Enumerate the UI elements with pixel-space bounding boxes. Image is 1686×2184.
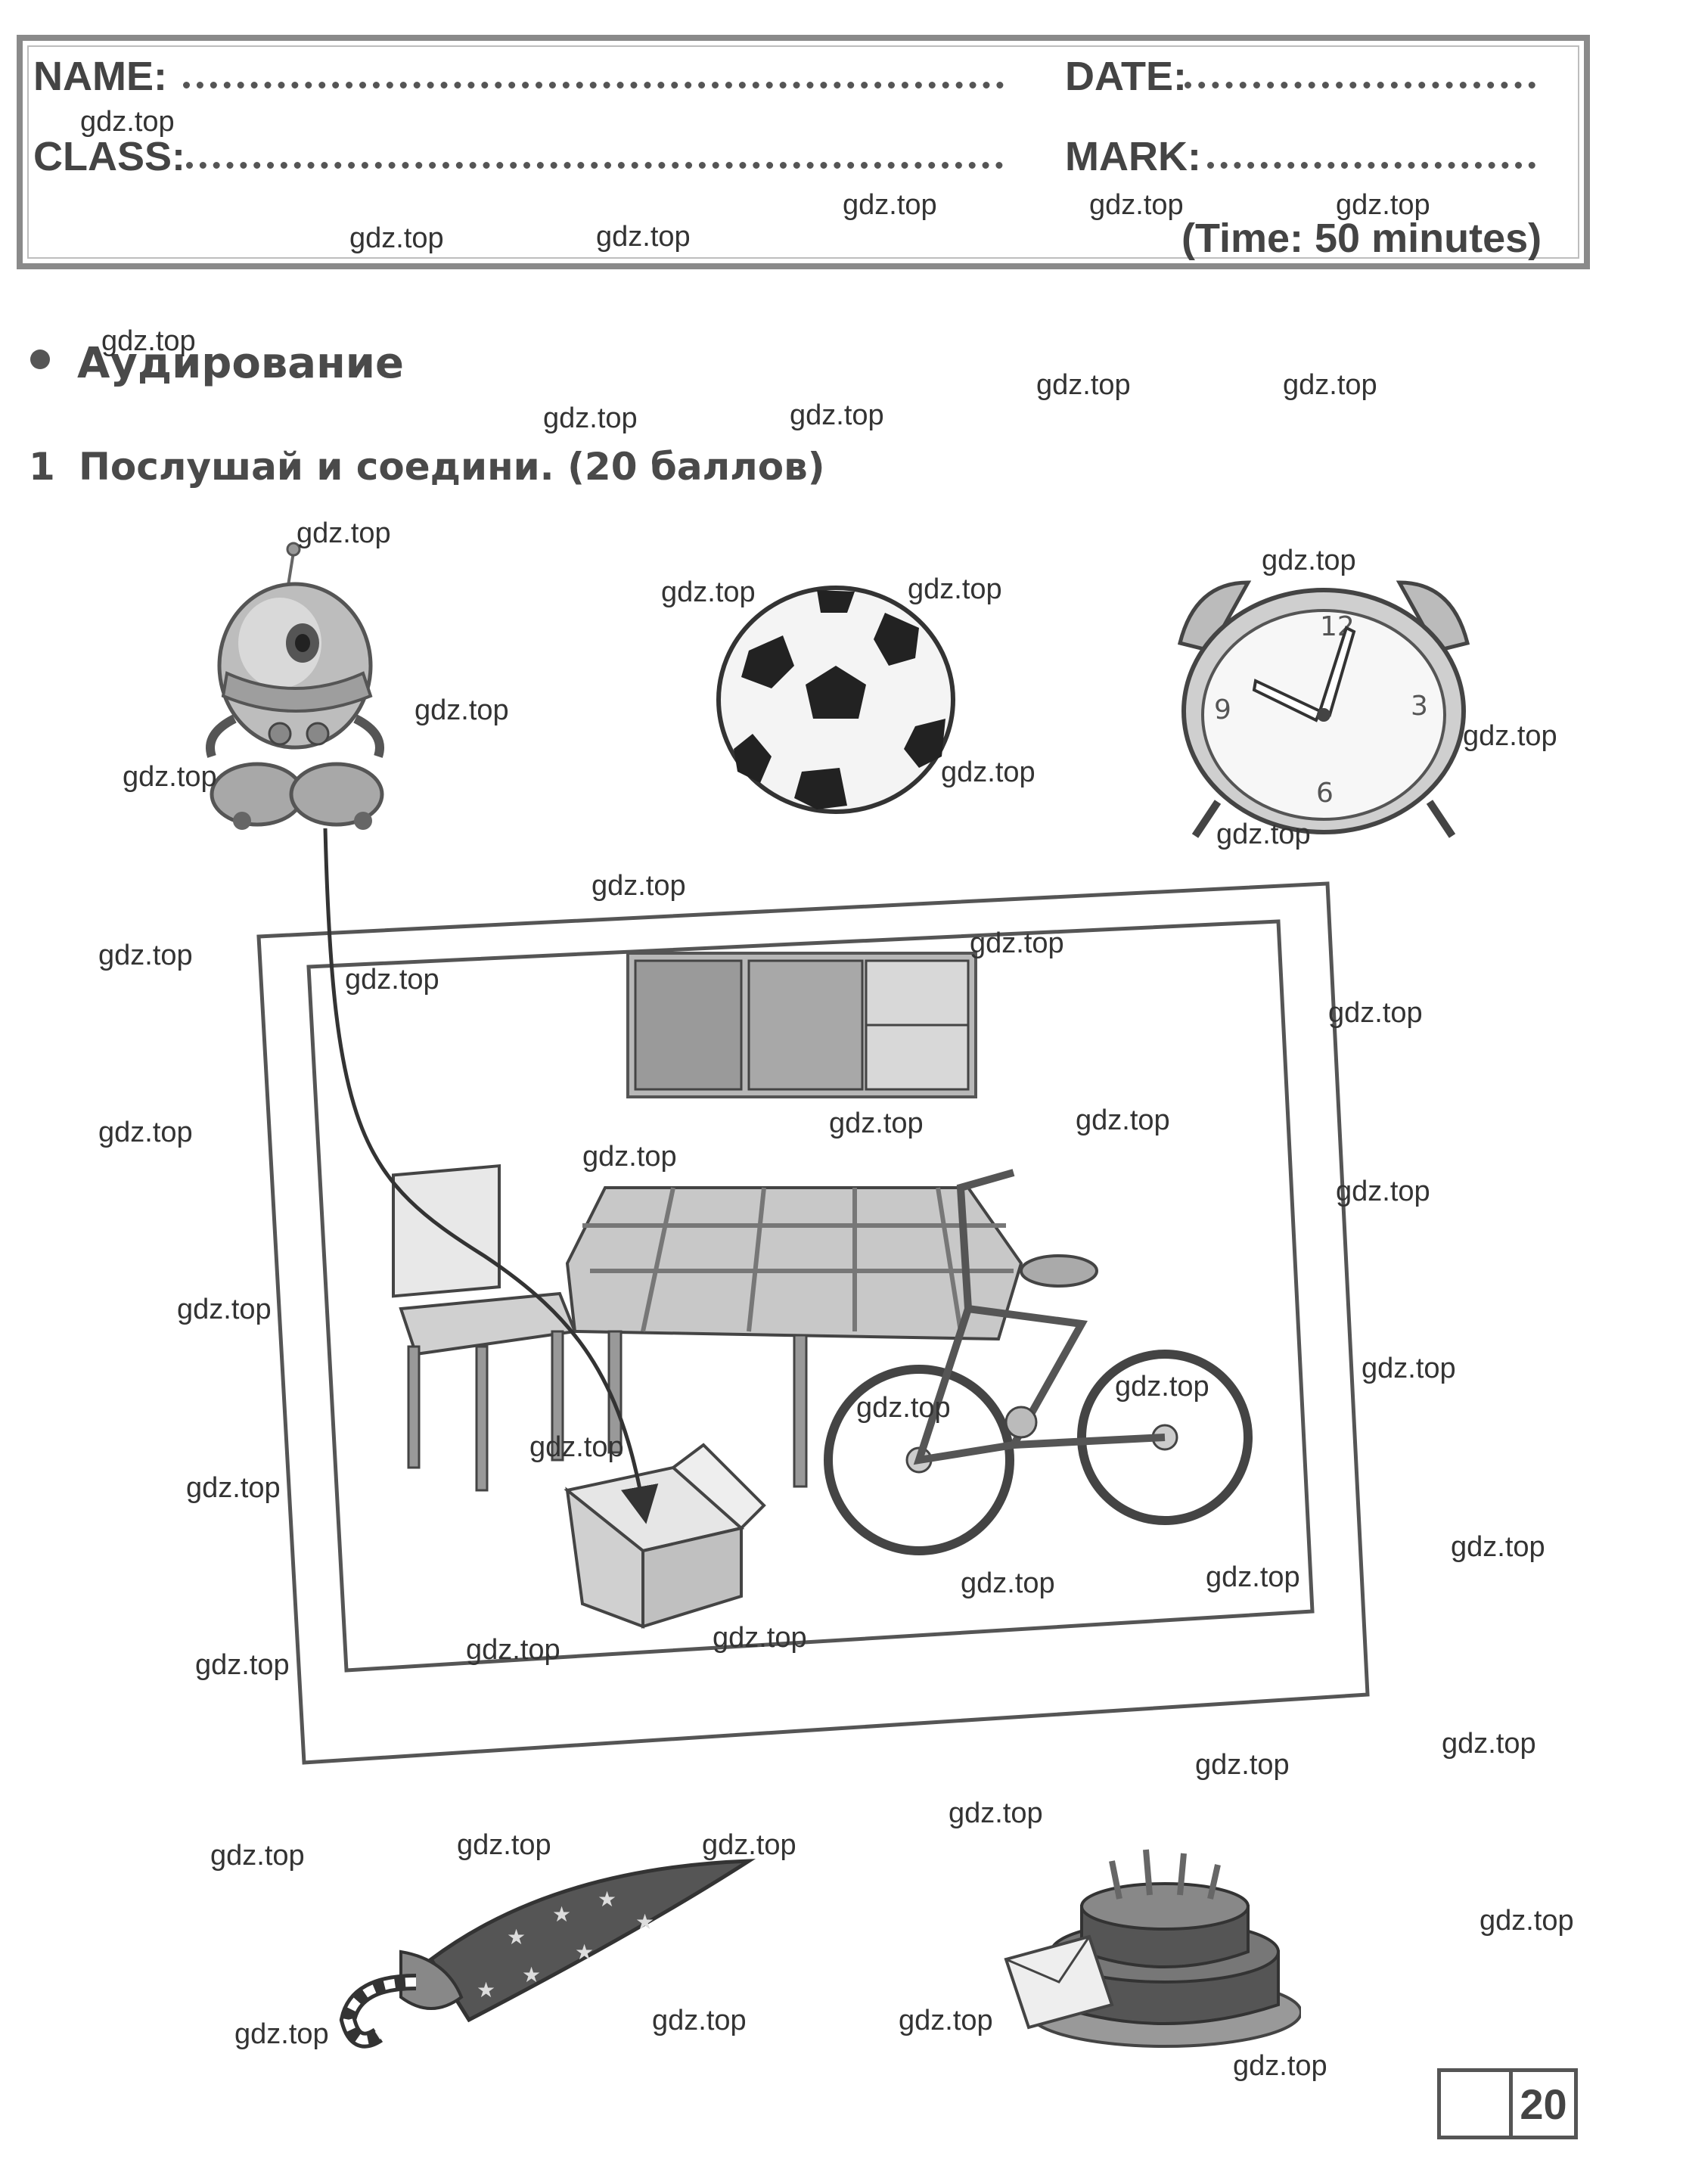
watermark: gdz.top bbox=[1336, 189, 1430, 221]
watermark: gdz.top bbox=[345, 964, 439, 996]
watermark: gdz.top bbox=[98, 1117, 193, 1148]
inner-frame bbox=[306, 919, 1315, 1673]
watermark: gdz.top bbox=[949, 1797, 1043, 1829]
task-instruction: Послушай и соедини. (20 баллов) bbox=[79, 445, 825, 489]
svg-text:★: ★ bbox=[635, 1909, 654, 1934]
watermark: gdz.top bbox=[961, 1567, 1055, 1599]
section-title: Аудирование bbox=[77, 339, 405, 388]
watermark: gdz.top bbox=[177, 1294, 272, 1325]
clock-number-3: 3 bbox=[1411, 691, 1428, 722]
watermark: gdz.top bbox=[186, 1472, 281, 1504]
bullet-icon bbox=[30, 350, 50, 369]
watermark: gdz.top bbox=[1451, 1531, 1545, 1563]
watermark: gdz.top bbox=[234, 2018, 329, 2050]
watermark: gdz.top bbox=[1262, 545, 1356, 576]
watermark: gdz.top bbox=[1076, 1104, 1170, 1136]
max-points: 20 bbox=[1520, 2080, 1567, 2128]
class-field-dots[interactable] bbox=[186, 162, 1003, 169]
date-field-dots[interactable] bbox=[1185, 82, 1535, 89]
svg-text:★: ★ bbox=[575, 1940, 594, 1965]
umbrella-icon[interactable]: ★★ ★★ ★★ ★ bbox=[325, 1846, 764, 2058]
task-number: 1 bbox=[29, 445, 55, 489]
watermark: gdz.top bbox=[543, 402, 638, 434]
watermark: gdz.top bbox=[1283, 369, 1377, 401]
clock-number-6: 6 bbox=[1316, 778, 1334, 809]
watermark: gdz.top bbox=[1089, 189, 1184, 221]
watermark: gdz.top bbox=[349, 222, 444, 254]
watermark: gdz.top bbox=[908, 573, 1002, 605]
mark-label: MARK: bbox=[1065, 134, 1201, 179]
watermark: gdz.top bbox=[970, 927, 1064, 959]
watermark: gdz.top bbox=[856, 1392, 951, 1424]
cupboard[interactable] bbox=[626, 952, 977, 1098]
watermark: gdz.top bbox=[652, 2005, 747, 2036]
name-field-dots[interactable] bbox=[183, 82, 1004, 89]
watermark: gdz.top bbox=[1463, 720, 1557, 752]
date-label: DATE: bbox=[1065, 54, 1187, 99]
watermark: gdz.top bbox=[98, 940, 193, 971]
svg-text:★: ★ bbox=[477, 1977, 495, 2002]
watermark: gdz.top bbox=[195, 1649, 290, 1681]
watermark: gdz.top bbox=[1206, 1561, 1300, 1593]
name-label: NAME: bbox=[33, 54, 167, 99]
football-icon[interactable] bbox=[711, 583, 961, 817]
watermark: gdz.top bbox=[466, 1634, 560, 1666]
watermark: gdz.top bbox=[1115, 1371, 1209, 1403]
watermark: gdz.top bbox=[210, 1840, 305, 1872]
time-limit: (Time: 50 minutes) bbox=[1181, 216, 1542, 261]
watermark: gdz.top bbox=[1442, 1728, 1536, 1760]
watermark: gdz.top bbox=[596, 221, 691, 253]
watermark: gdz.top bbox=[829, 1108, 924, 1139]
birthday-cake-icon[interactable] bbox=[998, 1831, 1301, 2058]
svg-text:★: ★ bbox=[552, 1902, 571, 1927]
room-picture bbox=[256, 881, 1370, 1765]
outer-frame bbox=[256, 881, 1370, 1765]
watermark: gdz.top bbox=[123, 761, 217, 793]
watermark: gdz.top bbox=[1036, 369, 1131, 401]
watermark: gdz.top bbox=[529, 1431, 624, 1463]
score-input[interactable] bbox=[1441, 2072, 1513, 2136]
mark-field-dots[interactable] bbox=[1207, 162, 1535, 169]
watermark: gdz.top bbox=[899, 2005, 993, 2036]
watermark: gdz.top bbox=[1480, 1905, 1574, 1937]
svg-text:★: ★ bbox=[507, 1925, 526, 1949]
robot-icon[interactable] bbox=[182, 530, 401, 847]
watermark: gdz.top bbox=[661, 576, 756, 608]
watermark: gdz.top bbox=[101, 325, 196, 357]
chair[interactable] bbox=[392, 1163, 577, 1492]
watermark: gdz.top bbox=[457, 1829, 551, 1861]
watermark: gdz.top bbox=[1233, 2050, 1327, 2082]
watermark: gdz.top bbox=[591, 870, 686, 902]
watermark: gdz.top bbox=[1362, 1353, 1456, 1384]
class-label: CLASS: bbox=[33, 134, 185, 179]
watermark: gdz.top bbox=[80, 106, 175, 138]
header-box bbox=[17, 35, 1590, 269]
watermark: gdz.top bbox=[702, 1829, 796, 1861]
score-box: 20 bbox=[1437, 2068, 1578, 2139]
watermark: gdz.top bbox=[713, 1622, 807, 1654]
bike[interactable] bbox=[824, 1169, 1253, 1555]
svg-text:★: ★ bbox=[598, 1887, 616, 1912]
watermark: gdz.top bbox=[415, 694, 509, 726]
watermark: gdz.top bbox=[582, 1141, 677, 1173]
clock-number-9: 9 bbox=[1214, 694, 1231, 725]
watermark: gdz.top bbox=[941, 756, 1036, 788]
alarm-clock-icon[interactable]: 12 3 6 9 bbox=[1165, 560, 1483, 847]
watermark: gdz.top bbox=[1195, 1749, 1290, 1781]
watermark: gdz.top bbox=[1328, 997, 1423, 1029]
watermark: gdz.top bbox=[1216, 819, 1311, 850]
watermark: gdz.top bbox=[790, 399, 884, 431]
watermark: gdz.top bbox=[297, 517, 391, 549]
watermark: gdz.top bbox=[1336, 1176, 1430, 1207]
svg-text:★: ★ bbox=[522, 1962, 541, 1987]
watermark: gdz.top bbox=[843, 189, 937, 221]
